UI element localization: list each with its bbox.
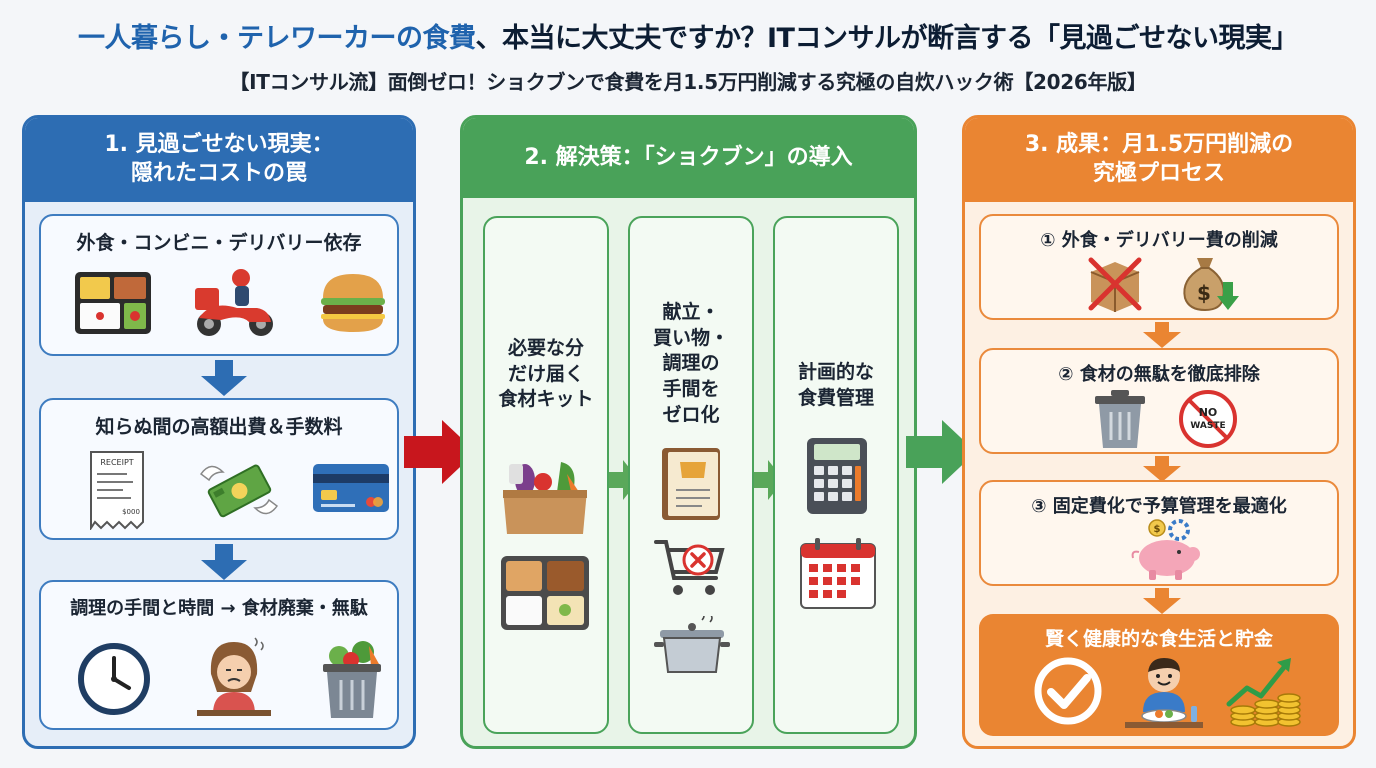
solution-budget-plan: 計画的な 食費管理 [773,216,899,734]
card-cooking-time-title: 調理の手間と時間 → 食材廃棄・無駄 [70,598,368,619]
arrow-down-orange-icon [1143,456,1181,482]
arrow-down-icon [201,544,247,580]
card-hidden-costs: 知らぬ間の高額出費＆手数料 RECEIPT $000 [39,398,399,540]
card-eating-out: 外食・コンビニ・デリバリー依存 [39,214,399,356]
receipt-header-text: RECEIPT [100,458,133,467]
hamburger-icon [321,274,385,332]
panel-solution-header: 2. 解決策：「ショクブン」の導入 [463,118,914,198]
zero-hassle-line: 調理の [662,352,720,375]
flying-money-icon [199,464,279,518]
step-eliminate-waste: ② 食材の無駄を徹底排除 NO WASTE [979,348,1339,454]
crossed-box-icon [1088,257,1142,312]
piggy-bank-icon: $ [1131,519,1200,580]
no-waste-line2: WASTE [1190,421,1225,431]
card-eating-out-title: 外食・コンビニ・デリバリー依存 [76,232,362,254]
panel-results-header: 3. 成果：月1.5万円削減の 究極プロセス [965,118,1353,202]
solution-zero-hassle-text: 献立・ 買い物・ 調理の 手間を ゼロ化 [630,300,752,428]
final-result: 賢く健康的な食生活と貯金 [979,614,1339,736]
meal-kit-line: だけ届く [507,362,584,385]
final-result-title: 賢く健康的な食生活と貯金 [1044,628,1273,650]
svg-text:$: $ [1197,281,1211,305]
zero-hassle-line: 手間を [662,377,720,400]
panel-reality-title-line1: 1. 見過ごせない現実： [104,132,334,158]
step-fixed-cost-budget-title: ③ 固定費化で予算管理を最適化 [1031,496,1287,517]
solution-meal-kit-text: 必要な分 だけ届く 食材キット [485,336,607,413]
receipt-total-text: $000 [122,508,140,516]
arrow-right-green-icon [754,460,784,500]
delivery-scooter-icon [195,269,273,336]
cooking-pot-icon [654,616,730,673]
page-title: 一人暮らし・テレワーカーの食費、本当に大丈夫ですか？ITコンサルが断言する「見過… [0,16,1376,55]
checkmark-icon [1034,657,1102,725]
zero-hassle-line: 買い物・ [652,326,729,349]
panel-reality: 1. 見過ごせない現実： 隠れたコストの罠 外食・コンビニ・デリバリー依存 [22,115,416,749]
arrow-down-orange-icon [1143,588,1181,614]
solution-budget-plan-text: 計画的な 食費管理 [775,360,897,411]
step-eliminate-waste-title: ② 食材の無駄を徹底排除 [1058,364,1260,385]
bento-box-icon [75,272,151,334]
money-bag-down-icon: $ [1183,258,1239,312]
arrow-down-orange-icon [1143,322,1181,348]
calendar-icon [800,538,876,609]
page-subtitle: 【ITコンサル流】面倒ゼロ！ショクブンで食費を月1.5万円削減する究極の自炊ハッ… [229,70,1147,94]
solution-zero-hassle: 献立・ 買い物・ 調理の 手間を ゼロ化 [628,216,754,734]
recipe-book-icon [662,448,720,520]
no-waste-line1: NO [1199,406,1218,419]
card-cooking-time: 調理の手間と時間 → 食材廃棄・無駄 [39,580,399,730]
meal-kit-line: 食材キット [498,388,594,411]
trash-can-icon [1095,390,1145,448]
clock-icon [78,643,150,715]
zero-hassle-line: 献立・ [662,301,720,323]
rising-coins-icon [1226,658,1301,727]
budget-plan-line: 食費管理 [797,386,874,409]
panel-results: 3. 成果：月1.5万円削減の 究極プロセス ① 外食・デリバリー費の削減 $ … [962,115,1356,749]
no-waste-icon: NO WASTE [1179,390,1237,448]
meal-kit-line: 必要な分 [507,337,584,359]
panel-results-title-line1: 3. 成果：月1.5万円削減の [1024,132,1294,158]
arrow-right-green-icon [609,460,639,500]
vegetable-box-icon [503,462,587,534]
step-fixed-cost-budget: ③ 固定費化で予算管理を最適化 $ [979,480,1339,586]
credit-card-icon [313,464,389,512]
step-cut-eating-out: ① 外食・デリバリー費の削減 $ [979,214,1339,320]
budget-plan-line: 計画的な [797,361,874,383]
title-rest: 、本当に大丈夫ですか？ITコンサルが断言する「見過ごせない現実」 [475,23,1299,54]
panel-results-title-line2: 究極プロセス [1092,161,1225,186]
arrow-right-big-green-icon [906,420,976,484]
step-cut-eating-out-title: ① 外食・デリバリー費の削減 [1040,230,1278,251]
meal-tray-icon [501,556,589,630]
arrow-down-icon [201,360,247,396]
panel-reality-header: 1. 見過ごせない現実： 隠れたコストの罠 [25,118,413,202]
panel-reality-title-line2: 隠れたコストの罠 [130,161,307,186]
arrow-right-red-icon [404,420,476,484]
card-hidden-costs-title: 知らぬ間の高額出費＆手数料 [95,416,343,438]
title-highlight: 一人暮らし・テレワーカーの食費 [78,23,476,54]
vegetable-trash-icon [323,641,381,718]
panel-solution-title: 2. 解決策：「ショクブン」の導入 [524,144,853,170]
receipt-icon: RECEIPT $000 [90,451,144,530]
svg-text:$: $ [1154,524,1161,535]
cart-cancel-icon [654,540,725,595]
solution-meal-kit: 必要な分 だけ届く 食材キット [483,216,609,734]
zero-hassle-line: ゼロ化 [662,403,720,426]
happy-eater-icon [1125,658,1203,728]
tired-person-icon [197,637,271,716]
calculator-icon [807,438,867,514]
panel-solution: 2. 解決策：「ショクブン」の導入 必要な分 だけ届く 食材キット [460,115,917,749]
